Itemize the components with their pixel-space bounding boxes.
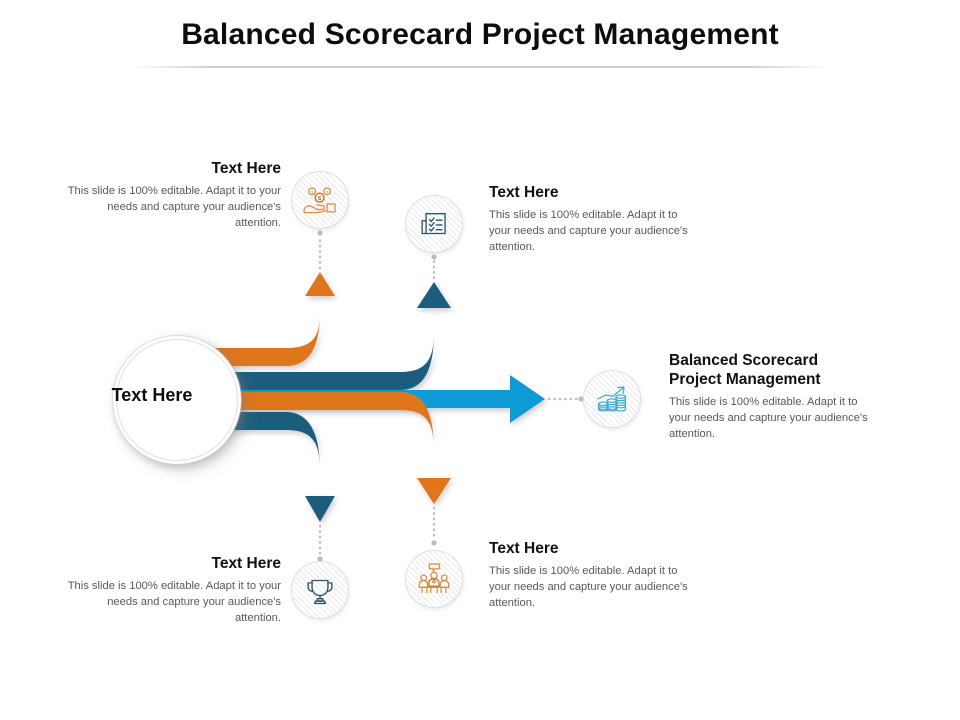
connector-dot-top-left bbox=[317, 230, 323, 236]
text-block-top-left: Text Here This slide is 100% editable. A… bbox=[66, 160, 281, 232]
text-block-bottom-right: Text Here This slide is 100% editable. A… bbox=[489, 540, 694, 612]
text-block-top-right: Text Here This slide is 100% editable. A… bbox=[489, 184, 694, 256]
center-circle-label: Text Here bbox=[111, 385, 193, 405]
team-meeting-icon bbox=[418, 563, 450, 594]
hand-holding-money-icon: $ $ $ bbox=[303, 187, 336, 214]
title-divider bbox=[130, 66, 830, 68]
icon-badge-bottom-left[interactable] bbox=[292, 562, 348, 618]
heading-top-right: Text Here bbox=[489, 184, 559, 201]
icon-badge-top-right[interactable] bbox=[406, 196, 462, 252]
badge-hatch-pattern bbox=[292, 172, 348, 228]
body-bottom-left: This slide is 100% editable. Adapt it to… bbox=[67, 579, 281, 624]
page-title: Balanced Scorecard Project Management bbox=[181, 18, 779, 51]
center-circle[interactable] bbox=[113, 336, 241, 464]
connector-dot-bottom-left bbox=[317, 556, 323, 562]
connector-dot-top-right bbox=[431, 254, 437, 260]
text-block-right: Balanced Scorecard Project Management Th… bbox=[669, 352, 869, 443]
body-bottom-right: This slide is 100% editable. Adapt it to… bbox=[489, 564, 688, 609]
center-circle-inner bbox=[116, 339, 238, 461]
svg-text:$: $ bbox=[311, 189, 314, 194]
svg-text:$: $ bbox=[326, 189, 329, 194]
trophy-icon bbox=[307, 579, 333, 605]
heading-bottom-left: Text Here bbox=[211, 555, 282, 572]
heading-top-left: Text Here bbox=[211, 160, 282, 177]
growth-chart-coins-icon bbox=[597, 386, 627, 412]
body-right: This slide is 100% editable. Adapt it to… bbox=[669, 395, 868, 440]
badge-hatch-pattern bbox=[292, 562, 348, 618]
checklist-clipboard-icon bbox=[421, 213, 446, 235]
connector-dot-right bbox=[578, 396, 584, 402]
svg-text:$: $ bbox=[318, 196, 322, 202]
heading-right: Balanced Scorecard Project Management bbox=[669, 352, 821, 388]
heading-bottom-right: Text Here bbox=[489, 540, 559, 557]
body-top-left: This slide is 100% editable. Adapt it to… bbox=[67, 184, 281, 229]
icon-badge-bottom-right[interactable] bbox=[406, 551, 462, 607]
body-top-right: This slide is 100% editable. Adapt it to… bbox=[489, 208, 688, 253]
icon-badge-top-left[interactable]: $ $ $ bbox=[292, 172, 348, 228]
badge-hatch-pattern bbox=[406, 196, 462, 252]
text-block-bottom-left: Text Here This slide is 100% editable. A… bbox=[66, 555, 281, 627]
icon-badge-right[interactable] bbox=[584, 371, 640, 427]
connector-dot-bottom-right bbox=[431, 540, 437, 546]
